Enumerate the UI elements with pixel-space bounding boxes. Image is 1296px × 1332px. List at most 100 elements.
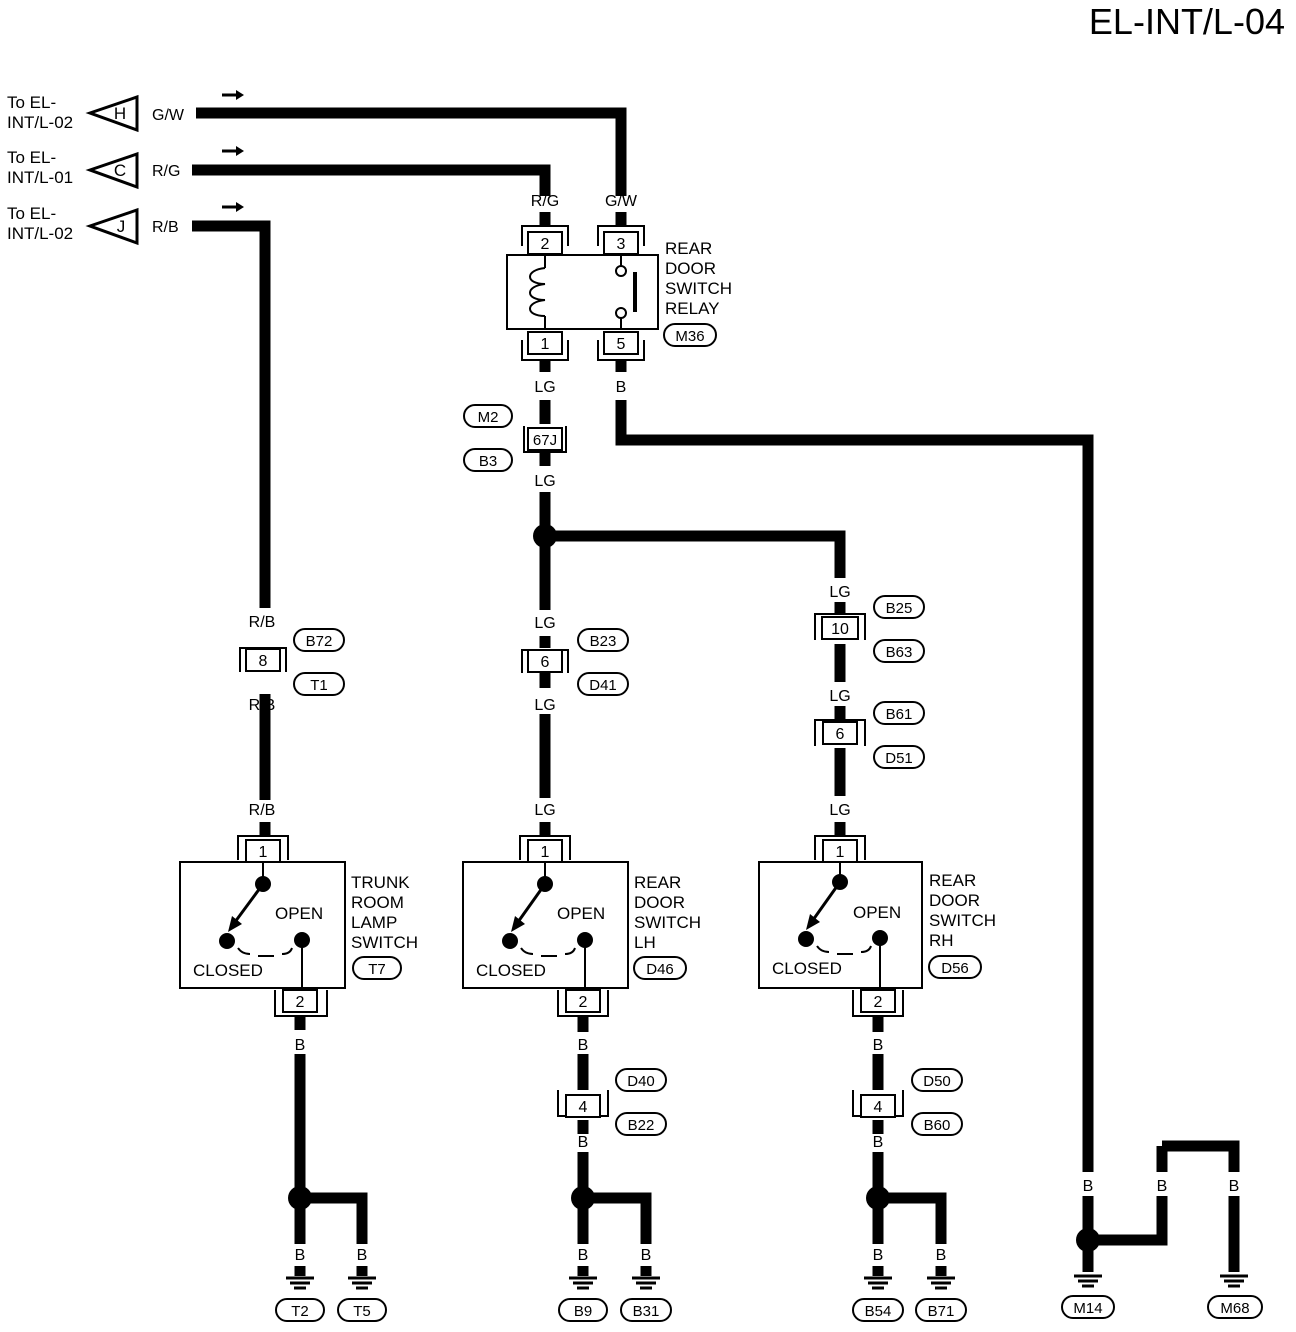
- switch-name: ROOM: [351, 893, 404, 912]
- wire-b-b31: [583, 1192, 652, 1244]
- wire-label: LG: [829, 688, 850, 705]
- relay-pin-2: 2: [521, 225, 569, 255]
- ground-icon: [569, 1276, 597, 1290]
- open-label: OPEN: [557, 904, 605, 923]
- connector-tag-b60: B60: [911, 1112, 963, 1136]
- connector-arrow-c: [85, 151, 139, 190]
- switch-contact-icon: [219, 862, 310, 988]
- splice-dot: [1076, 1228, 1100, 1252]
- relay-name: DOOR: [665, 259, 716, 278]
- connector-tag-b72: B72: [293, 628, 345, 652]
- connector-tag-m68: M68: [1207, 1295, 1263, 1319]
- closed-label: CLOSED: [476, 961, 546, 980]
- ground-icon: [1074, 1274, 1102, 1288]
- wire-label: LG: [829, 584, 850, 601]
- svg-text:B72: B72: [306, 633, 333, 650]
- svg-text:B31: B31: [633, 1303, 660, 1320]
- to-label-c-2: INT/L-01: [7, 168, 73, 187]
- inline-connector-8: 8: [239, 647, 287, 672]
- page-title: EL-INT/L-04: [1089, 1, 1285, 42]
- input-connector-h: To EL- INT/L-02 H G/W: [7, 90, 244, 133]
- ground-icon: [1220, 1274, 1248, 1288]
- wire-b-relay: [615, 400, 1094, 1172]
- wire-label-rb: R/B: [152, 219, 179, 236]
- connector-arrow-j: [85, 207, 139, 246]
- relay-contact-icon: [615, 255, 637, 329]
- wire-b-t5: [300, 1192, 368, 1244]
- connector-letter-h: H: [114, 104, 126, 123]
- open-label: OPEN: [853, 903, 901, 922]
- switch-name: REAR: [929, 871, 976, 890]
- svg-text:B60: B60: [924, 1117, 951, 1134]
- svg-text:2: 2: [541, 236, 550, 253]
- svg-text:8: 8: [259, 653, 268, 670]
- switch-contact-icon: [502, 862, 593, 988]
- wire-label: B: [873, 1247, 884, 1264]
- svg-text:D50: D50: [923, 1073, 951, 1090]
- wire-rg: [192, 164, 551, 196]
- inline-connector-4: 4: [852, 1090, 904, 1118]
- svg-text:T2: T2: [291, 1303, 309, 1320]
- inline-connector-4: 4: [557, 1090, 609, 1118]
- direction-arrow-icon: [222, 90, 244, 100]
- switch-name: TRUNK: [351, 873, 410, 892]
- svg-text:2: 2: [874, 994, 883, 1011]
- switch-name: RH: [929, 931, 954, 950]
- ground-icon: [864, 1276, 892, 1290]
- wire-label: LG: [534, 473, 555, 490]
- svg-text:5: 5: [617, 336, 626, 353]
- wire-b-m68-3: [1162, 1140, 1240, 1172]
- switch-name: SWITCH: [929, 911, 996, 930]
- to-label-j: To EL-: [7, 204, 56, 223]
- switch-name: SWITCH: [351, 933, 418, 952]
- connector-tag-t7: T7: [352, 956, 402, 980]
- wire-label: G/W: [605, 193, 638, 210]
- svg-text:2: 2: [296, 994, 305, 1011]
- svg-text:1: 1: [259, 844, 268, 861]
- svg-text:B23: B23: [590, 633, 617, 650]
- inline-connector-6: 6: [521, 649, 569, 673]
- switch-pin-1: 1: [814, 835, 866, 863]
- wire-lg-branch: [545, 530, 846, 578]
- connector-tag-b63: B63: [873, 639, 925, 663]
- closed-label: CLOSED: [772, 959, 842, 978]
- switch-pin-1: 1: [519, 835, 571, 863]
- connector-tag-b9: B9: [558, 1298, 608, 1322]
- connector-tag-b25: B25: [873, 595, 925, 619]
- switch-name: DOOR: [634, 893, 685, 912]
- svg-text:M68: M68: [1220, 1300, 1249, 1317]
- svg-text:T1: T1: [310, 677, 328, 694]
- inline-connector-10: 10: [814, 613, 866, 640]
- svg-text:T7: T7: [368, 961, 386, 978]
- svg-text:6: 6: [541, 654, 550, 671]
- wire-label: B: [578, 1247, 589, 1264]
- wire-label-rg: R/G: [152, 163, 180, 180]
- wire-label: B: [1157, 1178, 1168, 1195]
- switch-name: DOOR: [929, 891, 980, 910]
- splice-dot: [533, 524, 557, 548]
- relay-body: [506, 254, 659, 330]
- wire-label: B: [295, 1247, 306, 1264]
- connector-tag-m36: M36: [663, 323, 717, 347]
- svg-text:D51: D51: [885, 750, 913, 767]
- svg-text:B54: B54: [865, 1303, 892, 1320]
- splice-dot: [866, 1186, 890, 1210]
- to-label-h-2: INT/L-02: [7, 113, 73, 132]
- connector-tag-d51: D51: [873, 745, 925, 769]
- switch-contact-icon: [798, 862, 888, 988]
- connector-tag-m14: M14: [1061, 1295, 1115, 1319]
- direction-arrow-icon: [222, 146, 244, 156]
- connector-tag-b54: B54: [852, 1298, 904, 1322]
- input-connector-j: To EL- INT/L-02 J R/B: [7, 202, 244, 246]
- closed-label: CLOSED: [193, 961, 263, 980]
- svg-text:M36: M36: [675, 328, 704, 345]
- svg-text:D46: D46: [646, 961, 674, 978]
- rear-door-switch-rh-branch: LG 10 B25 B63 LG 6 B61 D51 LG: [758, 584, 996, 1322]
- switch-pin-2: 2: [852, 989, 904, 1017]
- wire-label: B: [1229, 1178, 1240, 1195]
- switch-name: SWITCH: [634, 913, 701, 932]
- svg-text:B22: B22: [628, 1117, 655, 1134]
- svg-text:1: 1: [541, 844, 550, 861]
- switch-name: LH: [634, 933, 656, 952]
